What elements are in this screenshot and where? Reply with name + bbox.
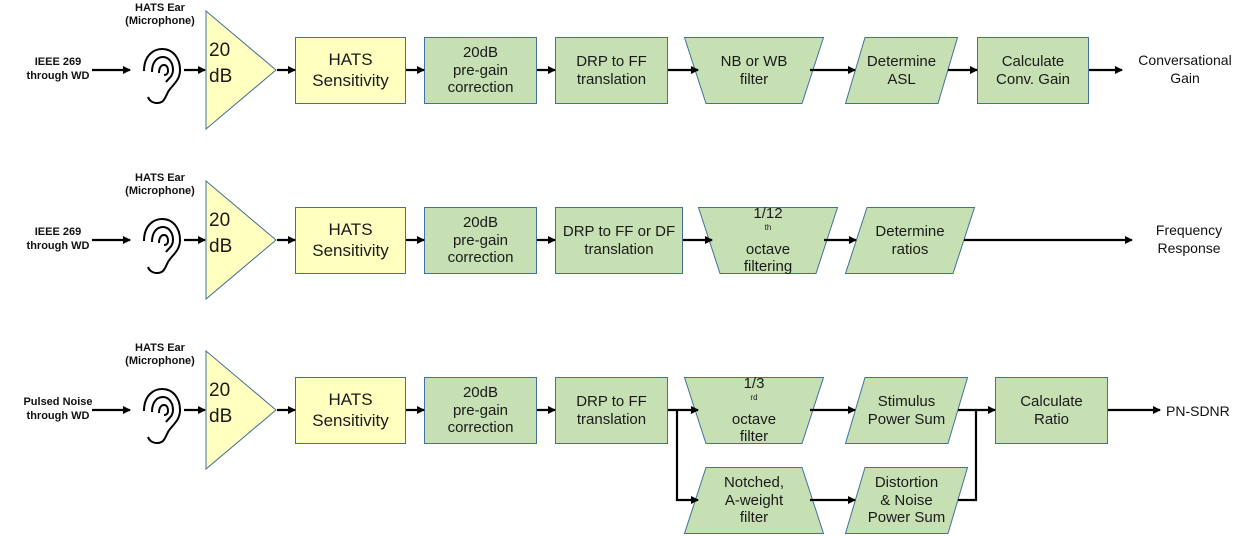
ear-icon (143, 47, 182, 105)
ear-label: HATS Ear(Microphone) (125, 172, 195, 198)
ear-label: HATS Ear(Microphone) (125, 2, 195, 28)
output-label: PN-SDNR (1166, 403, 1230, 419)
ear-icon (143, 217, 182, 275)
ear-label: HATS Ear(Microphone) (125, 342, 195, 368)
ear-icon (143, 387, 182, 445)
